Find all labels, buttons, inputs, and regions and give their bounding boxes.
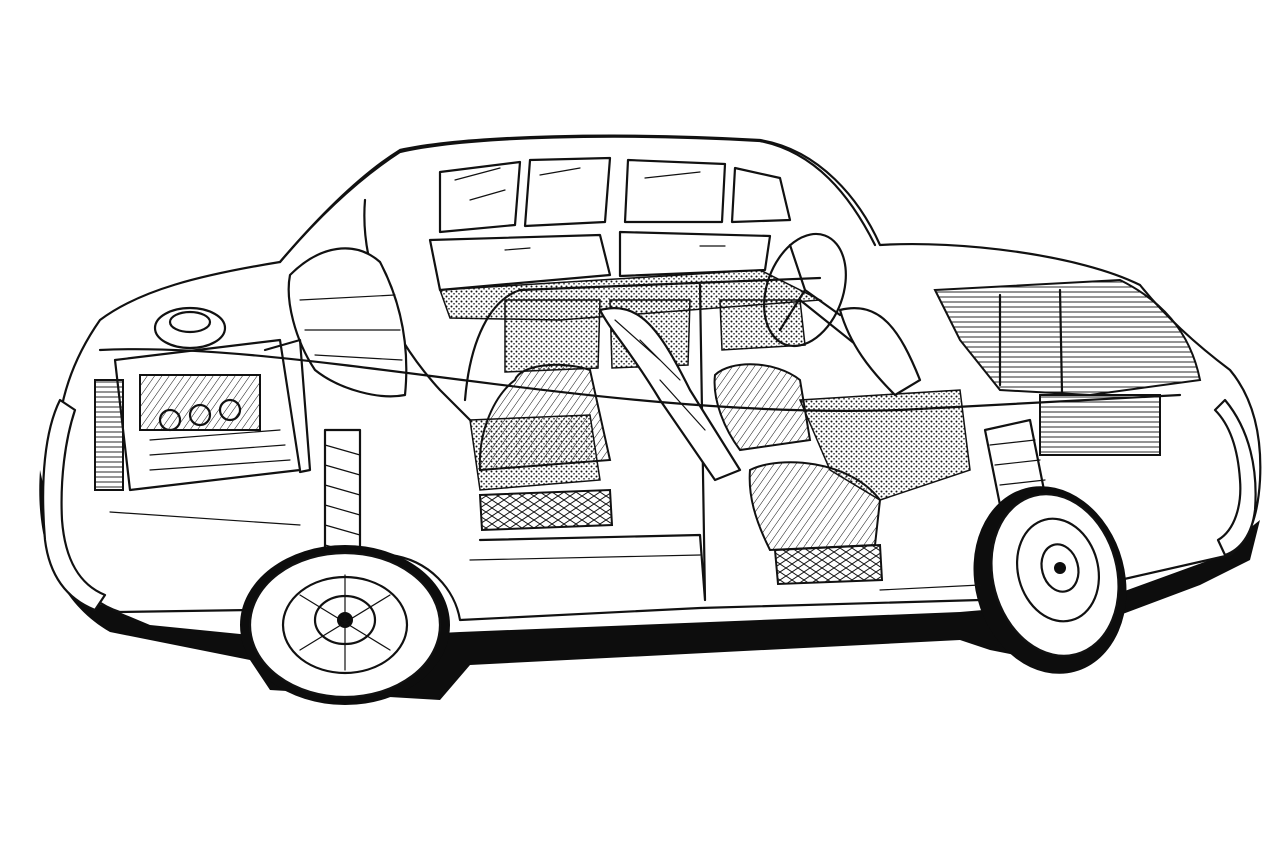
steering-wheel <box>763 232 902 382</box>
roof <box>278 135 877 264</box>
front-bumper <box>1213 398 1257 557</box>
air-filter <box>153 306 227 350</box>
front-seat <box>713 363 884 586</box>
radiator <box>94 379 124 491</box>
rear-suspension <box>323 428 362 562</box>
luggage-compartment <box>933 278 1202 397</box>
side-window-front <box>623 158 727 224</box>
rear-bumper <box>42 398 107 612</box>
door-panel <box>428 230 772 292</box>
front-wheel <box>973 486 1127 674</box>
engine <box>113 338 312 492</box>
fuel-tank <box>1039 394 1161 456</box>
rear-seat <box>478 363 614 532</box>
rear-wheel <box>240 545 450 705</box>
